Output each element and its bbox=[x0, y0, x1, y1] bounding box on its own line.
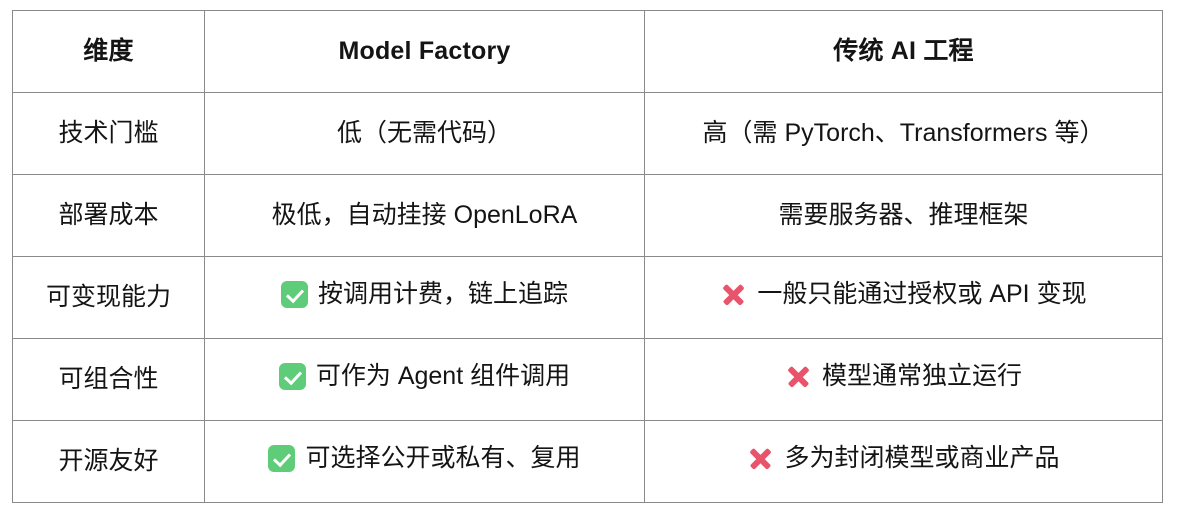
cell-model-factory: 极低，自动挂接 OpenLoRA bbox=[204, 174, 645, 257]
cross-icon bbox=[720, 281, 747, 308]
cell-traditional-ai: 高（需 PyTorch、Transformers 等） bbox=[644, 92, 1163, 175]
comparison-table: 维度 Model Factory 传统 AI 工程 技术门槛 低（无需代码） 高… bbox=[12, 10, 1163, 503]
cell-text: 可选择公开或私有、复用 bbox=[305, 443, 581, 472]
table-header: 维度 Model Factory 传统 AI 工程 bbox=[12, 10, 1163, 93]
cell-model-factory: 可作为 Agent 组件调用 bbox=[204, 338, 645, 421]
row-dimension-label: 可组合性 bbox=[12, 338, 205, 421]
cell-traditional-ai: 模型通常独立运行 bbox=[644, 338, 1163, 421]
cell-text: 可作为 Agent 组件调用 bbox=[315, 361, 571, 390]
check-icon bbox=[268, 444, 296, 472]
table-body: 技术门槛 低（无需代码） 高（需 PyTorch、Transformers 等）… bbox=[12, 92, 1163, 503]
cell-model-factory: 按调用计费，链上追踪 bbox=[204, 256, 645, 339]
row-dimension-label: 可变现能力 bbox=[12, 256, 205, 339]
cell-text: 多为封闭模型或商业产品 bbox=[784, 443, 1060, 472]
row-dimension-label: 技术门槛 bbox=[12, 92, 205, 175]
check-icon bbox=[280, 280, 308, 308]
row-dimension-label: 部署成本 bbox=[12, 174, 205, 257]
cell-traditional-ai: 一般只能通过授权或 API 变现 bbox=[644, 256, 1163, 339]
cell-text: 一般只能通过授权或 API 变现 bbox=[757, 279, 1087, 308]
column-header-dimension: 维度 bbox=[12, 10, 205, 93]
cell-text: 高（需 PyTorch、Transformers 等） bbox=[702, 118, 1105, 147]
check-icon bbox=[278, 362, 306, 390]
cell-text: 模型通常独立运行 bbox=[821, 361, 1022, 390]
cell-model-factory: 可选择公开或私有、复用 bbox=[204, 420, 645, 503]
cell-model-factory: 低（无需代码） bbox=[204, 92, 645, 175]
cell-text: 低（无需代码） bbox=[336, 118, 512, 147]
table-row: 可组合性 可作为 Agent 组件调用 模型通常独立运行 bbox=[12, 338, 1163, 421]
cell-traditional-ai: 需要服务器、推理框架 bbox=[644, 174, 1163, 257]
table-row: 技术门槛 低（无需代码） 高（需 PyTorch、Transformers 等） bbox=[12, 92, 1163, 175]
table-header-row: 维度 Model Factory 传统 AI 工程 bbox=[12, 10, 1163, 93]
table-row: 部署成本 极低，自动挂接 OpenLoRA 需要服务器、推理框架 bbox=[12, 174, 1163, 257]
cell-text: 按调用计费，链上追踪 bbox=[317, 279, 568, 308]
cross-icon bbox=[785, 363, 812, 390]
table-row: 可变现能力 按调用计费，链上追踪 一般只能通过授权或 API 变现 bbox=[12, 256, 1163, 339]
row-dimension-label: 开源友好 bbox=[12, 420, 205, 503]
column-header-model-factory: Model Factory bbox=[204, 10, 645, 93]
column-header-traditional-ai: 传统 AI 工程 bbox=[644, 10, 1163, 93]
cell-traditional-ai: 多为封闭模型或商业产品 bbox=[644, 420, 1163, 503]
cell-text: 极低，自动挂接 OpenLoRA bbox=[271, 200, 578, 229]
table-row: 开源友好 可选择公开或私有、复用 多为封闭模型或商业产品 bbox=[12, 420, 1163, 503]
cell-text: 需要服务器、推理框架 bbox=[778, 200, 1029, 229]
cross-icon bbox=[747, 445, 774, 472]
